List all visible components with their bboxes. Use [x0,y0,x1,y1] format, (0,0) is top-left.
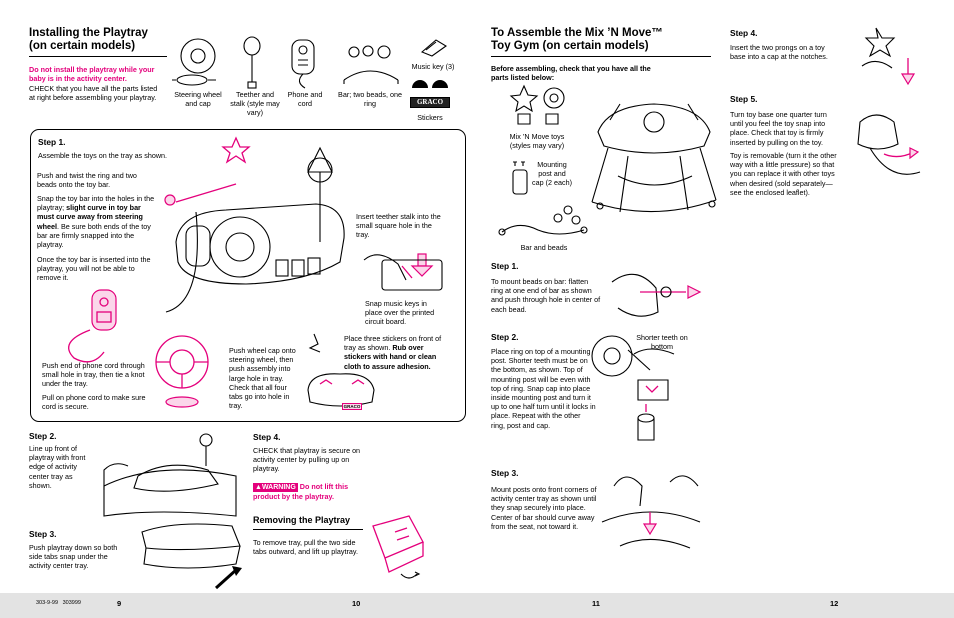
removing-text: To remove tray, pull the two side tabs o… [253,538,358,557]
page9-title-line1: Installing the Playtray [29,27,148,39]
page10-step4-text: CHECK that playtray is secure on activit… [253,446,361,474]
part-stickers-label: Stickers [417,113,443,122]
step1-snap-bold: slight curve in toy bar must curve away … [37,203,143,231]
page9-title-rule [29,56,167,57]
star-teether-illustration [221,136,251,164]
activity-center-illustration [591,103,717,213]
step1-twist-text: Push and twist the ring and two beads on… [37,171,137,190]
turn-toy-illustration [857,114,921,175]
music-key-illustration [420,39,448,57]
playtray-illustration [164,146,345,313]
part-bar-beads-label: Bar and beads [520,243,568,252]
side-tab-illustration [372,515,424,579]
teether-illustration [243,36,261,89]
part-steering-label: Steering wheel and cap [174,90,222,109]
step1-wheel-note: Push wheel cap onto steering wheel, then… [229,346,296,411]
sticker-illustration [412,80,448,88]
ring-post-illustration [591,335,675,441]
page11-step1-label: Step 1. [491,261,519,271]
warning-text: Do not lift this product by the playtray… [253,482,349,501]
page11-title-line1: To Assemble the Mix ’N Move™ [491,27,663,39]
step1-snap-text: Snap the toy bar into the holes in the p… [37,194,155,249]
mounting-post-illustration [512,161,528,195]
page10-warning: ▲WARNING Do not lift this product by the… [253,482,371,501]
align-tray-illustration [103,433,237,517]
page11-title: To Assemble the Mix ’N Move™ Toy Gym (on… [491,27,691,53]
page9-title-line2: (on certain models) [29,40,136,52]
page-number-9: 9 [117,599,122,608]
mix-move-toys-illustration [509,84,565,125]
graco-logo: GRACO [410,97,450,108]
page10-step4-label: Step 4. [253,432,281,442]
warning-badge: ▲WARNING [253,483,298,492]
page11-intro: Before assembling, check that you have a… [491,64,651,83]
page11-step1-text: To mount beads on bar: flatten ring at o… [491,277,601,314]
step1-sticker-bold: Rub over stickers with hand or clean clo… [344,343,437,371]
step1-once-text: Once the toy bar is inserted into the pl… [37,255,151,283]
part-post-label: Mounting post and cap (2 each) [532,160,572,188]
prongs-illustration [861,27,916,86]
steering-wheel-pink-illustration [155,335,209,408]
step1-sticker-note: Place three stickers on front of tray as… [344,334,450,371]
page9-step2-label: Step 2. [29,431,57,441]
step1-pull-note: Pull on phone cord to make sure cord is … [42,393,146,412]
part-teether-label: Teether and stalk (style may vary) [230,90,280,118]
page12-step4-text: Insert the two prongs on a toy base into… [730,43,828,62]
warning-badge-text: WARNING [261,484,296,491]
page11-step2-text: Place ring on top of a mounting post. Sh… [491,347,596,430]
footer-code: 303-9-99 303999 [36,600,81,606]
snap-tray-illustration [141,523,242,590]
bar-beads-illustration [498,205,588,236]
steering-wheel-illustration [172,38,216,86]
step1-music-note: Snap music keys in place over the printe… [365,299,435,327]
part-phone-label: Phone and cord [287,90,323,109]
removing-title: Removing the Playtray [253,515,351,525]
step1-sticker-a: Place three stickers on front of tray as… [344,334,442,353]
page11-step2-label: Step 2. [491,332,519,342]
footer-bar [0,593,954,618]
page9-check-text: CHECK that you have all the parts listed… [29,84,158,103]
page-number-11: 11 [592,599,600,608]
page11-title-line2: Toy Gym (on certain models) [491,40,649,52]
phone-illustration [291,39,315,89]
phone-cord-illustration [68,289,117,363]
shorter-teeth-callout: Shorter teeth on bottom [636,333,688,352]
page12-step4-label: Step 4. [730,28,758,38]
page-number-12: 12 [830,599,839,608]
page9-title: Installing the Playtray (on certain mode… [29,27,179,53]
page9-warning-intro: Do not install the playtray while your b… [29,65,155,84]
step1-label: Step 1. [38,137,66,147]
part-bar-label: Bar; two beads, one ring [338,90,402,109]
tray-logo: GRACO [342,403,362,410]
tray-front-illustration [307,333,375,407]
page9-step3-text: Push playtray down so both side tabs sna… [29,543,118,571]
page12-step5-text: Turn toy base one quarter turn until you… [730,110,827,147]
page-number-10: 10 [352,599,361,608]
page11-title-rule [491,56,711,57]
page12-step5-text2: Toy is removable (turn it the other way … [730,151,837,197]
page9-step2-text: Line up front of playtray with front edg… [29,444,86,490]
step1-snap-b: . Be sure both ends of the toy bar are f… [37,221,151,250]
step1-teether-note: Insert teether stalk into the small squa… [356,212,441,240]
page11-step3-label: Step 3. [491,468,519,478]
page11-step3-text: Mount posts onto front corners of activi… [491,485,597,531]
step1-phone-note: Push end of phone cord through small hol… [42,361,145,389]
part-music-key-label: Music key (3) [411,62,455,71]
page9-step3-label: Step 3. [29,529,57,539]
part-toys-label: Mix ’N Move toys (styles may vary) [509,132,565,151]
step1-snap-a: Snap the toy bar into the holes in the p… [37,194,155,213]
page12-step5-label: Step 5. [730,94,758,104]
removing-title-rule [253,529,363,530]
step1-intro: Assemble the toys on the tray as shown. [38,151,168,160]
toy-bar-illustration [343,45,399,84]
beads-hand-illustration [611,273,702,317]
mount-posts-illustration [601,475,701,549]
music-key-hand-illustration [363,254,443,291]
